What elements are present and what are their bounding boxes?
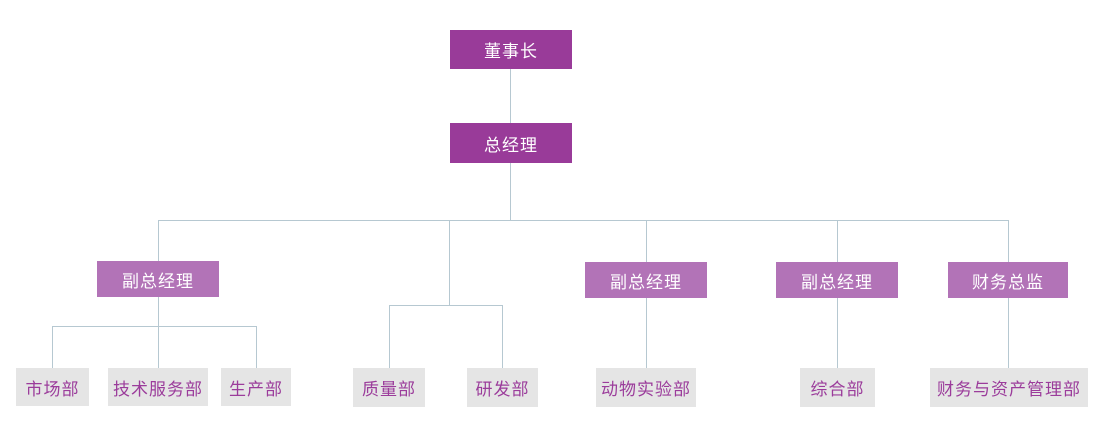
org-node-tech-service[interactable]: 技术服务部 — [108, 368, 208, 406]
org-node-marketing[interactable]: 市场部 — [16, 368, 89, 406]
connector-drop-rd — [502, 305, 503, 368]
connector-drop-production — [256, 326, 257, 368]
connector-gm-stem — [510, 163, 511, 220]
connector-deputy2-animal-lab — [646, 298, 647, 368]
connector-mid-bar — [389, 305, 503, 306]
connector-drop-marketing — [52, 326, 53, 368]
connector-deputy3-general-affairs — [837, 298, 838, 368]
connector-chairman-gm — [510, 69, 511, 123]
org-node-quality[interactable]: 质量部 — [353, 368, 425, 407]
org-node-general-affairs[interactable]: 综合部 — [800, 368, 875, 407]
org-node-animal-lab[interactable]: 动物实验部 — [596, 368, 696, 407]
connector-drop-deputy1 — [158, 220, 159, 261]
org-node-production[interactable]: 生产部 — [221, 368, 291, 406]
connector-main-bar — [158, 220, 1009, 221]
org-node-deputy-gm-1[interactable]: 副总经理 — [97, 261, 219, 297]
org-node-deputy-gm-2[interactable]: 副总经理 — [585, 262, 707, 298]
org-node-chairman[interactable]: 董事长 — [450, 30, 572, 69]
connector-drop-deputy2 — [646, 220, 647, 262]
connector-fd-finance-assets — [1008, 298, 1009, 368]
connector-drop-finance-director — [1008, 220, 1009, 262]
connector-drop-mid-stem — [449, 220, 450, 305]
org-node-rd[interactable]: 研发部 — [467, 368, 538, 407]
connector-left-bar — [52, 326, 257, 327]
org-node-finance-assets[interactable]: 财务与资产管理部 — [930, 368, 1088, 407]
org-node-deputy-gm-3[interactable]: 副总经理 — [776, 262, 898, 298]
org-node-general-manager[interactable]: 总经理 — [450, 123, 572, 163]
org-node-finance-director[interactable]: 财务总监 — [948, 262, 1068, 298]
connector-drop-tech-service — [158, 326, 159, 368]
connector-drop-quality — [389, 305, 390, 368]
connector-deputy1-stem — [158, 297, 159, 326]
connector-drop-deputy3 — [837, 220, 838, 262]
